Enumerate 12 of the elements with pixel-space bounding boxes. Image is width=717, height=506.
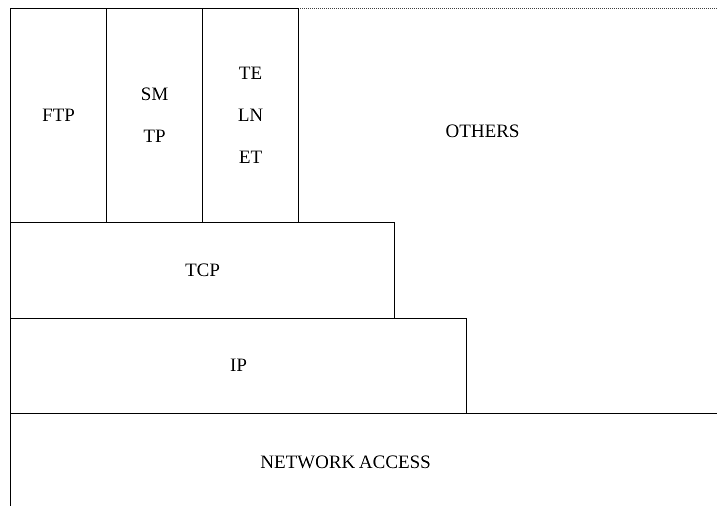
- layer-box: [10, 413, 717, 506]
- layer-box: [10, 318, 467, 414]
- layer-label: FTP: [42, 104, 76, 128]
- layer-box: [202, 8, 299, 223]
- layer-label: IP: [230, 355, 247, 377]
- layer-label: TCP: [185, 260, 220, 282]
- layer-label: TELNET: [236, 62, 264, 170]
- layer-label: SMTP: [140, 82, 170, 148]
- layer-label: OTHERS: [446, 121, 520, 143]
- layer-box: [10, 8, 107, 223]
- layer-box: [10, 222, 395, 319]
- layer-label: NETWORK ACCESS: [260, 452, 431, 474]
